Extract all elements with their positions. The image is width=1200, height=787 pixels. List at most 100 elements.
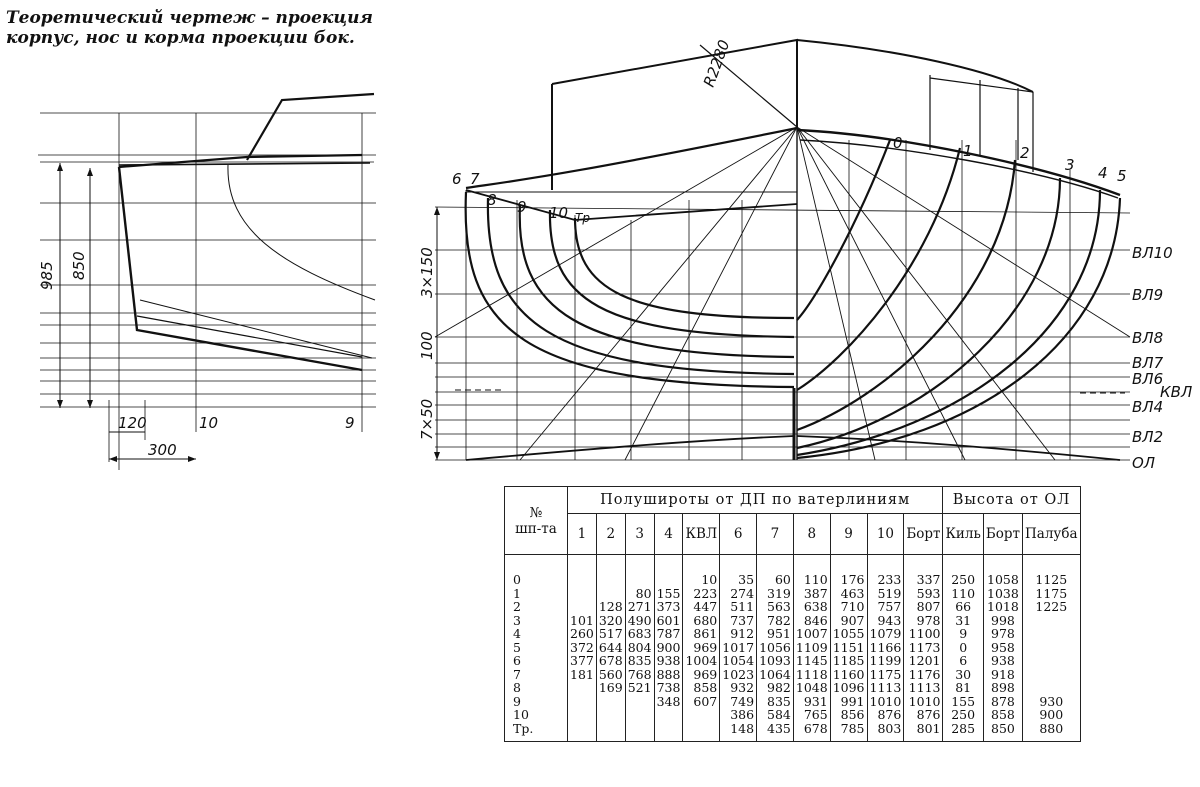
- table-cell: [682, 721, 721, 742]
- table-cell: 958: [982, 640, 1024, 654]
- table-cell: 1175: [866, 667, 905, 681]
- table-cell: 155: [653, 586, 684, 600]
- table-cell: 373: [653, 600, 684, 614]
- column-header: Борт: [982, 513, 1024, 555]
- table-cell: 319: [756, 586, 794, 600]
- table-cell: 782: [756, 613, 794, 627]
- table-cell: [653, 721, 684, 742]
- table-cell: 1201: [903, 654, 944, 668]
- table-cell: [624, 708, 655, 722]
- table-cell: 60: [756, 573, 794, 587]
- table-cell: 563: [756, 600, 794, 614]
- table-cell: 1096: [829, 681, 868, 695]
- table-cell: 978: [903, 613, 944, 627]
- table-cell: 898: [982, 681, 1024, 695]
- table-cell: 876: [903, 708, 944, 722]
- station-9-label: 9: [345, 414, 355, 432]
- table-cell: 10: [682, 573, 721, 587]
- table-cell: 110: [792, 573, 831, 587]
- column-header: 1: [567, 513, 597, 555]
- table-cell: 1100: [903, 627, 944, 641]
- table-cell: [1022, 681, 1081, 695]
- table-cell: 1056: [756, 640, 794, 654]
- table-cell: 223: [682, 586, 721, 600]
- table-cell: [567, 681, 597, 695]
- table-cell: [567, 573, 597, 587]
- heights-header: Высота от ОЛ: [942, 486, 1081, 514]
- table-cell: 1166: [866, 640, 905, 654]
- table-cell: 101: [567, 613, 597, 627]
- dim-3x150: 3×150: [418, 247, 436, 298]
- table-cell: 1176: [903, 667, 944, 681]
- table-cell: 930: [1022, 694, 1081, 708]
- table-cell: 1151: [829, 640, 868, 654]
- table-cell: 1018: [982, 600, 1024, 614]
- table-cell: 991: [829, 694, 868, 708]
- table-cell: 1004: [682, 654, 721, 668]
- table-cell: 768: [624, 667, 655, 681]
- table-cell: 593: [903, 586, 944, 600]
- table-cell: 801: [903, 721, 944, 742]
- table-cell: 912: [719, 627, 758, 641]
- wl-9-label: ВЛ9: [1132, 286, 1163, 304]
- column-header: 3: [624, 513, 655, 555]
- table-cell: 765: [792, 708, 831, 722]
- table-cell: [1022, 667, 1081, 681]
- table-cell: 6: [942, 654, 984, 668]
- table-cell: 387: [792, 586, 831, 600]
- table-cell: 601: [653, 613, 684, 627]
- table-cell: 169: [595, 681, 626, 695]
- table-cell: 807: [903, 600, 944, 614]
- table-cell: [624, 573, 655, 587]
- station-9-label: 9: [517, 198, 527, 216]
- station-10-label: 10: [199, 414, 218, 432]
- table-cell: 181: [567, 667, 597, 681]
- column-header: Борт: [903, 513, 944, 555]
- station-number-cell: 4: [504, 627, 568, 641]
- table-cell: 1017: [719, 640, 758, 654]
- table-cell: 998: [982, 613, 1024, 627]
- table-cell: 938: [982, 654, 1024, 668]
- table-cell: 260: [567, 627, 597, 641]
- table-cell: 435: [756, 721, 794, 742]
- station-10-label: 10: [549, 204, 568, 222]
- table-cell: 644: [595, 640, 626, 654]
- table-cell: 490: [624, 613, 655, 627]
- dim-120: 120: [118, 414, 147, 432]
- table-cell: 969: [682, 667, 721, 681]
- table-cell: [595, 721, 626, 742]
- caption-line-1: Теоретический чертеж – проекция: [6, 8, 373, 28]
- station-number-cell: 7: [504, 667, 568, 681]
- table-cell: 560: [595, 667, 626, 681]
- table-cell: 155: [942, 694, 984, 708]
- table-cell: 888: [653, 667, 684, 681]
- table-cell: 31: [942, 613, 984, 627]
- table-cell: 447: [682, 600, 721, 614]
- table-cell: [624, 721, 655, 742]
- table-cell: 1125: [1022, 573, 1081, 587]
- table-cell: 1175: [1022, 586, 1081, 600]
- table-cell: 858: [682, 681, 721, 695]
- table-cell: 1064: [756, 667, 794, 681]
- body-plan-labels: R2280 3×150 100 7×50 0 1 2 3 4 5 6 7 8 9…: [418, 38, 1192, 472]
- table-cell: 110: [942, 586, 984, 600]
- wl-2-label: ВЛ2: [1132, 428, 1163, 446]
- table-cell: 856: [829, 708, 868, 722]
- table-cell: 846: [792, 613, 831, 627]
- halfbreadths-header: Полушироты от ДП по ватерлиниям: [566, 486, 944, 514]
- station-number-cell: 10: [504, 708, 568, 722]
- table-cell: 377: [567, 654, 597, 668]
- table-cell: 932: [719, 681, 758, 695]
- table-cell: 1058: [982, 573, 1024, 587]
- body-plan-view: [434, 38, 1131, 461]
- station-number-cell: 0: [504, 573, 568, 587]
- table-cell: 271: [624, 600, 655, 614]
- table-cell: [653, 708, 684, 722]
- table-cell: [595, 586, 626, 600]
- station-number-cell: 9: [504, 694, 568, 708]
- station-number-cell: 5: [504, 640, 568, 654]
- column-header: 8: [792, 513, 831, 555]
